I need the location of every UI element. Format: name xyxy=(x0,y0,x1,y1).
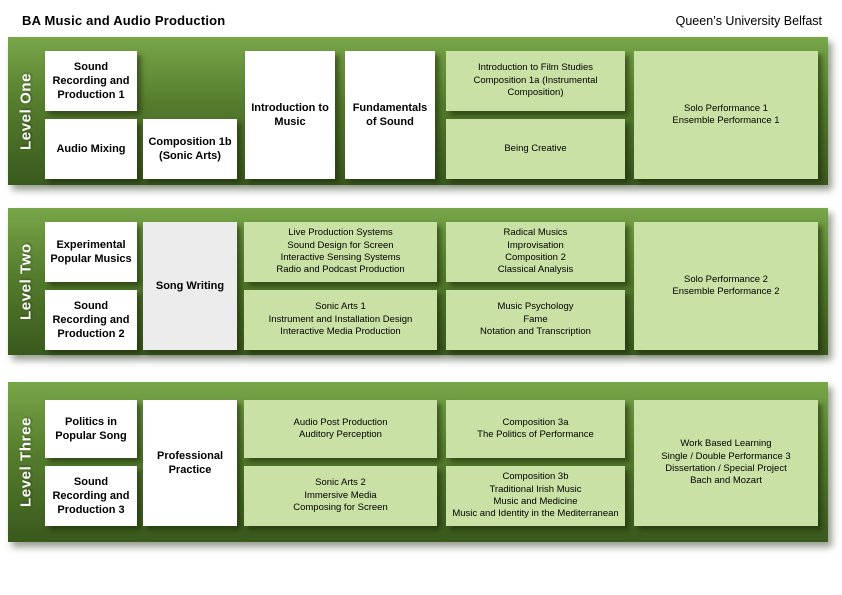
page-title: BA Music and Audio Production xyxy=(22,13,226,28)
module-audio-mixing: Audio Mixing xyxy=(45,119,137,179)
module-composition-1b-sonic-arts: Composition 1b (Sonic Arts) xyxy=(143,119,237,179)
level-two-label: Level Two xyxy=(17,243,35,320)
level-three-band: Level Three Politics in Popular Song Sou… xyxy=(8,382,828,542)
level-one-label: Level One xyxy=(17,72,35,150)
module-sound-recording-production-1: Sound Recording and Production 1 xyxy=(45,51,137,111)
module-politics-in-popular-song: Politics in Popular Song xyxy=(45,400,137,458)
performance-level-three: Work Based Learning Single / Double Perf… xyxy=(634,400,818,526)
module-song-writing: Song Writing xyxy=(143,222,237,350)
module-sound-recording-production-2: Sound Recording and Production 2 xyxy=(45,290,137,350)
module-being-creative: Being Creative xyxy=(446,119,625,179)
options-level-one-top: Introduction to Film Studies Composition… xyxy=(446,51,625,111)
options-level-two-right-top: Radical Musics Improvisation Composition… xyxy=(446,222,625,282)
module-fundamentals-of-sound: Fundamentals of Sound xyxy=(345,51,435,179)
module-sound-recording-production-3: Sound Recording and Production 3 xyxy=(45,466,137,526)
options-level-two-left-top: Live Production Systems Sound Design for… xyxy=(244,222,437,282)
level-three-label: Level Three xyxy=(17,417,35,507)
level-two-band: Level Two Experimental Popular Musics So… xyxy=(8,208,828,355)
performance-level-two: Solo Performance 2 Ensemble Performance … xyxy=(634,222,818,350)
options-level-two-left-bottom: Sonic Arts 1 Instrument and Installation… xyxy=(244,290,437,350)
level-one-band: Level One Sound Recording and Production… xyxy=(8,37,828,185)
options-level-three-left-bottom: Sonic Arts 2 Immersive Media Composing f… xyxy=(244,466,437,526)
performance-level-one: Solo Performance 1 Ensemble Performance … xyxy=(634,51,818,179)
module-introduction-to-music: Introduction to Music xyxy=(245,51,335,179)
options-level-three-left-top: Audio Post Production Auditory Perceptio… xyxy=(244,400,437,458)
options-level-three-right-bottom: Composition 3b Traditional Irish Music M… xyxy=(446,466,625,526)
options-level-two-right-bottom: Music Psychology Fame Notation and Trans… xyxy=(446,290,625,350)
module-professional-practice: Professional Practice xyxy=(143,400,237,526)
module-experimental-popular-musics: Experimental Popular Musics xyxy=(45,222,137,282)
institution-name: Queen’s University Belfast xyxy=(675,14,822,28)
options-level-three-right-top: Composition 3a The Politics of Performan… xyxy=(446,400,625,458)
